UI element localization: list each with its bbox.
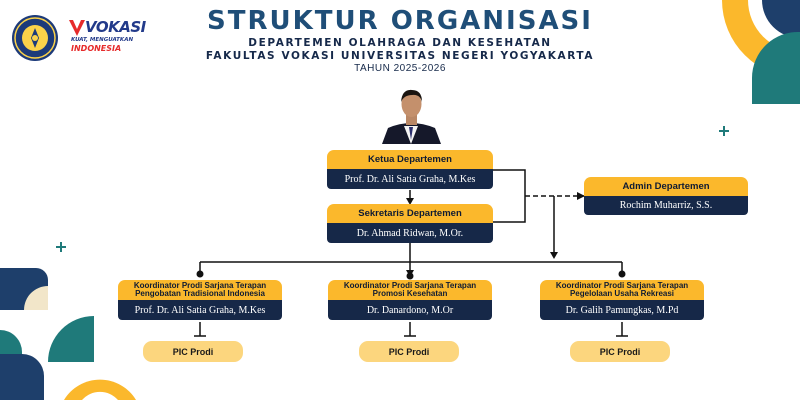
bl-teal-leaf [48, 316, 94, 362]
coordinator-name: Prof. Dr. Ali Satia Graha, M.Kes [118, 300, 282, 320]
vokasi-logo-mark [69, 20, 85, 36]
faculty-subtitle: FAKULTAS VOKASI UNIVERSITAS NEGERI YOGYA… [205, 50, 595, 62]
corner-teal-shape [751, 31, 800, 104]
junction-dot [196, 270, 204, 278]
plus-icon [719, 126, 729, 136]
admin-node: Admin Departemen Rochim Muharriz, S.S. [584, 177, 748, 215]
coordinator-role: Koordinator Prodi Sarjana Terapan Pegelo… [540, 280, 704, 300]
coordinator-node: Koordinator Prodi Sarjana Terapan Pegelo… [540, 280, 704, 320]
ketua-node: Ketua Departemen Prof. Dr. Ali Satia Gra… [327, 150, 493, 189]
coordinator-name: Dr. Danardono, M.Or [328, 300, 492, 320]
sekretaris-name: Dr. Ahmad Ridwan, M.Or. [327, 223, 493, 243]
coordinator-role-line2: Promosi Kesehatan [372, 289, 448, 298]
coordinator-role-line2: Pegelolaan Usaha Rekreasi [569, 289, 675, 298]
pic-prodi-badge: PIC Prodi [143, 341, 243, 362]
vokasi-logo: VOKASI KUAT, MENGUATKAN INDONESIA [67, 16, 146, 56]
vokasi-logo-country: INDONESIA [71, 44, 122, 53]
coordinator-role-line1: Koordinator Prodi Sarjana Terapan [555, 280, 689, 290]
vokasi-logo-word: VOKASI [85, 18, 146, 36]
coordinator-name: Dr. Galih Pamungkas, M.Pd [540, 300, 704, 320]
bracket-line [493, 169, 526, 223]
department-subtitle: DEPARTEMEN OLAHRAGA DAN KESEHATAN [248, 37, 552, 49]
junction-dot [618, 270, 626, 278]
bl-navy-shape [0, 354, 44, 400]
bl-cream-shape [24, 286, 48, 310]
ketua-portrait [380, 82, 443, 144]
year-label: TAHUN 2025-2026 [354, 63, 446, 74]
vokasi-logo-tagline: KUAT, MENGUATKAN [71, 37, 134, 43]
sekretaris-node: Sekretaris Departemen Dr. Ahmad Ridwan, … [327, 204, 493, 243]
arrow-head [577, 192, 585, 200]
sekretaris-role: Sekretaris Departemen [327, 204, 493, 223]
admin-name: Rochim Muharriz, S.S. [584, 196, 748, 215]
plus-icon [56, 242, 66, 252]
portrait-image [380, 82, 443, 144]
coordinator-role: Koordinator Prodi Sarjana Terapan Pengob… [118, 280, 282, 300]
arrow-head [550, 252, 558, 259]
coordinator-role-line1: Koordinator Prodi Sarjana Terapan [133, 280, 267, 290]
coordinator-node: Koordinator Prodi Sarjana Terapan Pengob… [118, 280, 282, 320]
bl-gold-inner [82, 391, 118, 400]
pic-prodi-badge: PIC Prodi [570, 341, 670, 362]
coordinator-role: Koordinator Prodi Sarjana Terapan Promos… [328, 280, 492, 300]
admin-role: Admin Departemen [584, 177, 748, 196]
page-title: STRUKTUR ORGANISASI [207, 6, 593, 36]
coordinator-role-line2: Pengobatan Tradisional Indonesia [135, 289, 265, 298]
coordinator-node: Koordinator Prodi Sarjana Terapan Promos… [328, 280, 492, 320]
arrow-head [406, 198, 414, 205]
bl-gold-half [64, 379, 136, 400]
coordinator-role-line1: Koordinator Prodi Sarjana Terapan [343, 280, 477, 290]
pic-prodi-badge: PIC Prodi [359, 341, 459, 362]
corner-quarter-navy [762, 0, 800, 38]
ketua-name: Prof. Dr. Ali Satia Graha, M.Kes [327, 169, 493, 189]
ketua-role: Ketua Departemen [327, 150, 493, 169]
university-seal-logo [12, 15, 58, 61]
junction-dot [406, 272, 414, 280]
